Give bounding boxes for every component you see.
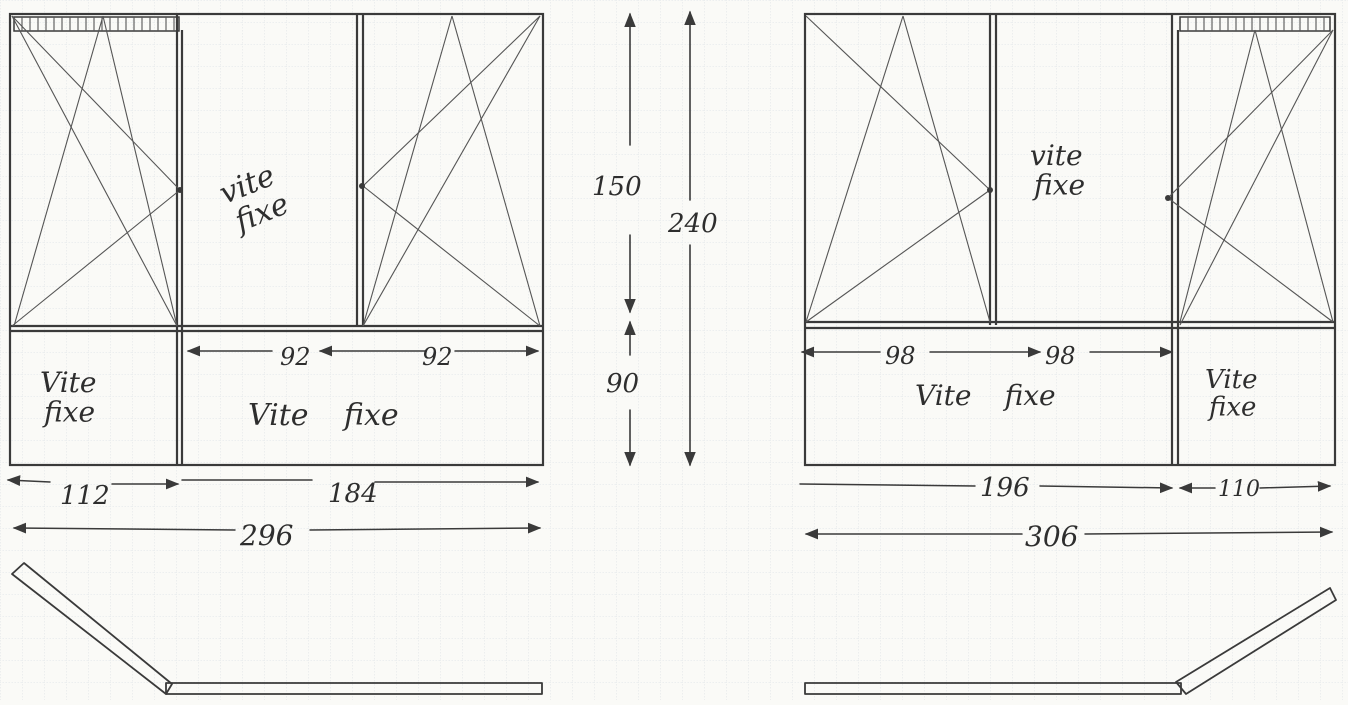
dim-left-top-a: 92 [280,343,311,371]
right-outer-frame [803,12,1337,467]
dim-height-lower: 90 [606,369,639,399]
dim-left-w2: 184 [328,479,378,509]
dim-right-w1: 196 [980,473,1030,503]
blind-box-left [13,16,180,32]
dim-left-top-b: 92 [422,343,453,371]
dim-left-w1: 112 [60,481,110,511]
right-window-sash-b-lines [1167,29,1334,326]
left-plan-view [11,562,543,695]
dim-left-total: 296 [239,519,293,552]
dim-right-total: 306 [1025,520,1078,553]
dim-height-total: 240 [667,209,718,239]
dim-right-top-b: 98 [1045,342,1076,370]
left-sash-opening-lines [11,15,181,327]
height-dimensions: 150 90 240 [592,10,718,467]
left-outer-frame [8,12,545,467]
dim-height-upper: 150 [592,172,642,202]
dim-right-top-a: 98 [885,342,916,370]
right-sash-opening-lines [362,15,541,327]
dim-right-w2: 110 [1218,477,1260,502]
right-window-sash-a-lines [805,15,991,323]
right-plan-view [804,587,1337,695]
